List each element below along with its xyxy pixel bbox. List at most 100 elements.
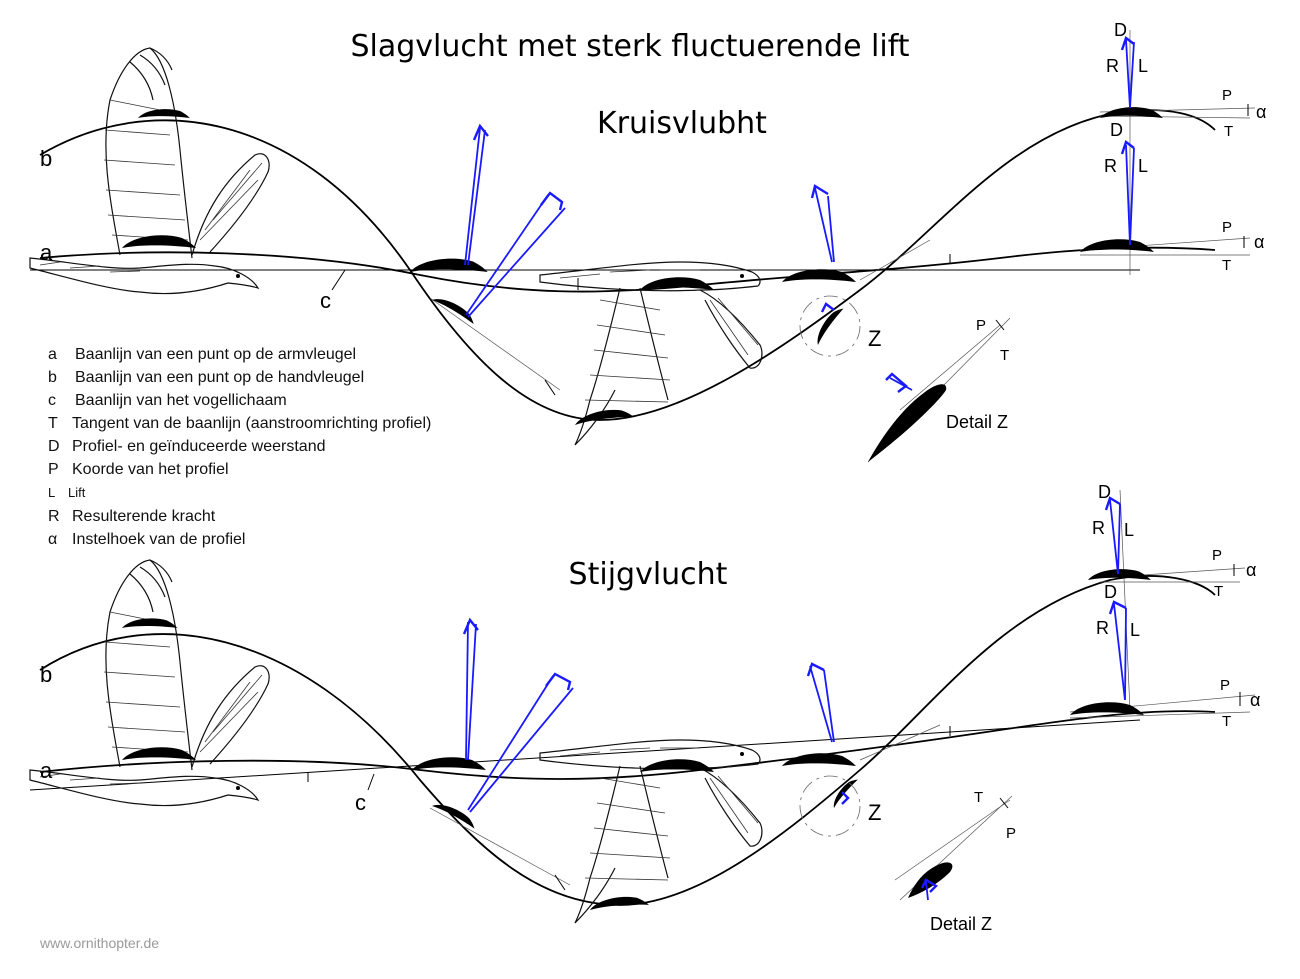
trajectory-b-2 [39, 575, 1216, 906]
airfoil-a-8 [1070, 702, 1144, 715]
detail-label-T-2: T [974, 789, 983, 806]
legend-key-a: a [48, 346, 57, 363]
force-vector-top1 [1125, 39, 1131, 109]
detail-caption-2: Detail Z [930, 914, 992, 934]
curve-label-a-1: a [40, 240, 53, 265]
force-label-R-mid-2: R [1096, 618, 1109, 638]
panel-climb-flight: Stijgvlucht Z [29, 482, 1260, 934]
airfoil-a-6 [640, 759, 714, 772]
detail-z-label-1: Z [868, 326, 881, 351]
force-vector-a5 [465, 621, 469, 761]
legend-text-a: Baanlijn van een punt op de armvleugel [75, 346, 356, 363]
tangent-line-4 [859, 724, 941, 761]
airfoil-b-6 [589, 894, 649, 910]
curve-label-b-1: b [40, 146, 52, 171]
panel-heading-climb: Stijgvlucht [569, 557, 728, 592]
arrowhead-z2 [841, 791, 850, 805]
tangent-line-1 [429, 297, 561, 391]
force-vector-b5b [469, 687, 574, 813]
angle-label-alpha-mid-2: α [1250, 690, 1260, 710]
curve-label-c-2: c [355, 790, 366, 815]
force-vector-b5 [467, 675, 554, 811]
angle-label-alpha-mid-1: α [1254, 232, 1264, 252]
legend-key-c: c [48, 392, 56, 409]
airfoil-hand-bird-1 [138, 109, 190, 118]
force-label-D-mid-1: D [1110, 120, 1123, 140]
legend-text-D: Profiel- en geïnduceerde weerstand [72, 438, 326, 455]
legend-text-c: Baanlijn van het vogellichaam [75, 392, 287, 409]
arrowhead-a7 [806, 662, 825, 677]
airfoil-a-7 [782, 753, 856, 766]
panel-cruise-flight: Kruisvlubht Z [29, 20, 1266, 463]
legend-text-P: Koorde van het profiel [72, 461, 229, 478]
legend-text-T: Tangent van de baanlijn (aanstroomrichti… [72, 415, 431, 432]
force-vector-b1 [465, 194, 549, 316]
force-label-D-mid-2: D [1104, 582, 1117, 602]
force-vector-mid2b [1124, 607, 1127, 701]
airfoil-hand-bird-2 [122, 618, 178, 628]
arrowhead-top2 [1104, 496, 1121, 511]
vertical-ref-2 [1119, 489, 1131, 711]
force-vector-mid1b [1129, 147, 1135, 246]
force-label-D-top-2: D [1098, 482, 1111, 502]
force-vector-a3 [814, 187, 833, 263]
curve-label-a-2: a [40, 758, 53, 783]
force-label-R-top-1: R [1106, 56, 1119, 76]
legend-text-b: Baanlijn van een punt op de handvleugel [75, 369, 364, 386]
angle-label-T-mid-2: T [1222, 713, 1231, 730]
legend-key-L: L [48, 485, 55, 500]
arrowhead-z1 [820, 302, 835, 313]
angle-label-alpha-top-1: α [1256, 102, 1266, 122]
force-label-D-top-1: D [1114, 20, 1127, 40]
angle-label-P-mid-2: P [1220, 677, 1230, 694]
detail-caption-1: Detail Z [946, 412, 1008, 432]
angle-label-T-top-1: T [1224, 123, 1233, 140]
arrowhead-top1 [1120, 36, 1135, 51]
curve-label-b-2: b [40, 662, 52, 687]
angle-label-T-top-2: T [1214, 583, 1223, 600]
panel-heading-cruise: Kruisvlubht [597, 106, 767, 141]
force-vector-a3b [827, 195, 835, 263]
force-label-L-top-1: L [1138, 56, 1148, 76]
detail-z-view-2: T P Detail Z [894, 789, 1016, 934]
airfoil-bird-1 [122, 235, 196, 248]
force-label-L-top-2: L [1124, 520, 1134, 540]
angle-label-P-top-1: P [1222, 87, 1232, 104]
force-vector-mid1 [1125, 144, 1131, 246]
detail-label-T-1: T [1000, 347, 1009, 364]
detail-z-label-2: Z [868, 800, 881, 825]
arrowhead-a5 [462, 617, 479, 635]
trajectory-b-1 [39, 109, 1216, 421]
legend-key-R: R [48, 508, 60, 525]
detail-z-circle-1 [799, 295, 861, 357]
force-vector-a1 [464, 127, 481, 266]
tangent-line-mid-2 [1069, 711, 1251, 719]
airfoil-bird-2 [122, 747, 196, 760]
force-vector-a5b [467, 623, 477, 761]
angle-label-P-top-2: P [1212, 547, 1222, 564]
arrowhead-a1 [472, 123, 489, 141]
trajectory-a-2 [39, 710, 1216, 780]
arrowhead-b5 [545, 672, 572, 691]
legend-key-T: T [48, 415, 58, 432]
detail-z-view-1: P T Detail Z [867, 317, 1011, 463]
force-vector-top2b [1117, 503, 1121, 575]
legend-text-R: Resulterende kracht [72, 508, 216, 525]
force-vector-a7 [809, 665, 833, 743]
label-c-leader-2 [367, 773, 375, 791]
arrowhead-a3 [810, 184, 829, 199]
airfoil-b-3 [811, 304, 844, 345]
arrowhead-mid2 [1108, 600, 1127, 615]
force-label-L-mid-2: L [1130, 620, 1140, 640]
legend-text-alpha: Instelhoek van de profiel [72, 531, 245, 548]
angle-label-P-mid-1: P [1222, 219, 1232, 236]
force-label-R-top-2: R [1092, 518, 1105, 538]
tangent-line-2 [859, 239, 931, 281]
arrowhead-b1 [540, 191, 564, 211]
tangent-line-3 [429, 807, 571, 886]
legend-key-P: P [48, 461, 59, 478]
airfoil-a-3 [782, 269, 856, 282]
force-vector-top1b [1129, 41, 1135, 109]
force-vector-a1b [467, 129, 486, 266]
